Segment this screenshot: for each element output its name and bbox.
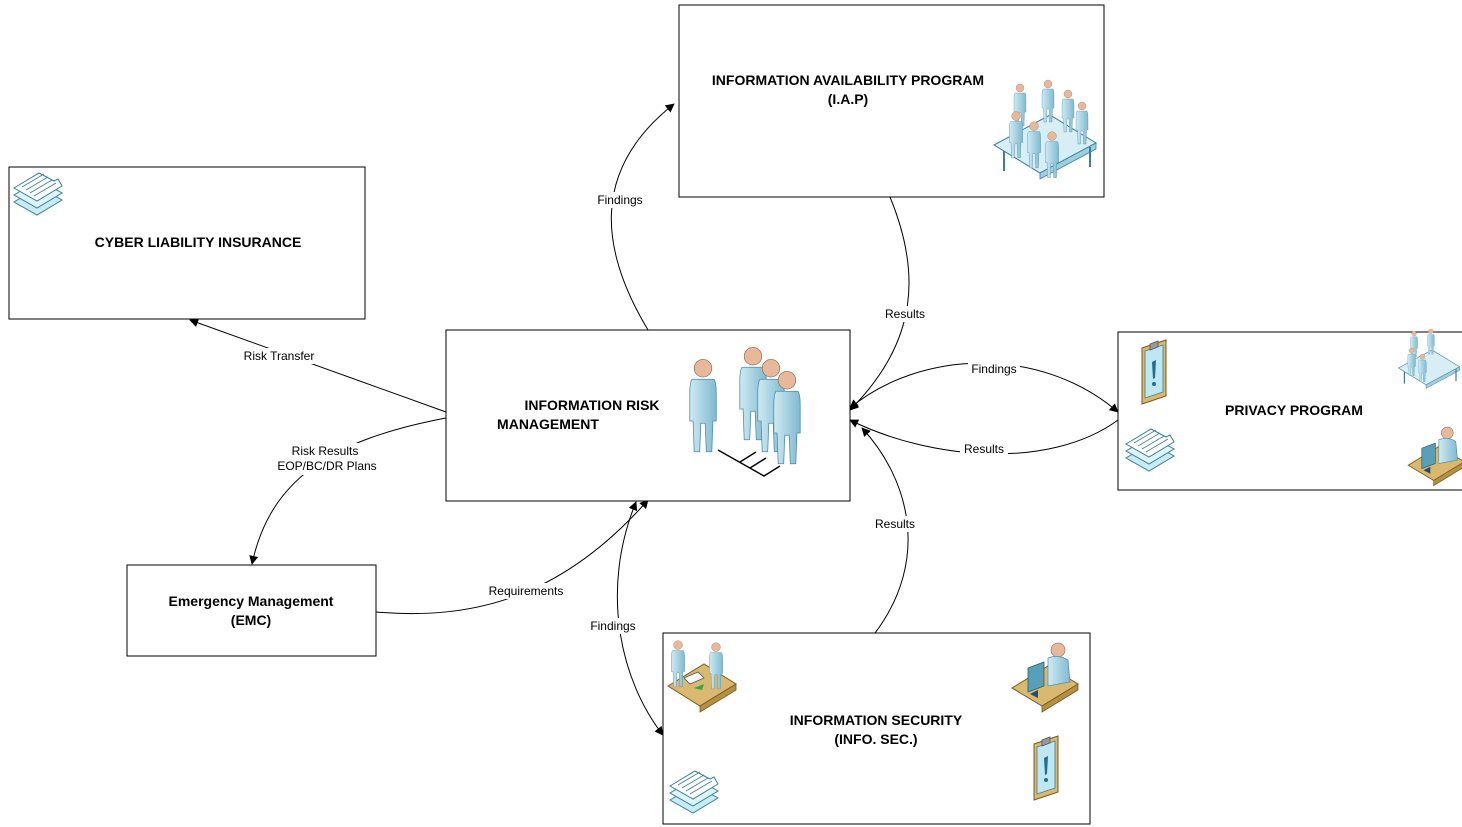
edge-findings-iap [610, 103, 675, 331]
label-results-iap: Results [885, 307, 925, 321]
label-results-infosec: Results [875, 517, 915, 531]
node-cyber-liability: CYBER LIABILITY INSURANCE [8, 166, 366, 320]
clipboard-alert-icon [1033, 735, 1059, 801]
team-icon [689, 347, 801, 477]
label-risk-transfer: Risk Transfer [244, 349, 315, 363]
desk-handoff-icon [667, 640, 737, 713]
node-infosec-title: INFORMATION SECURITY [790, 712, 963, 728]
edge-results-iap [849, 196, 910, 411]
label-requirements: Requirements [489, 584, 564, 598]
node-emc-title: Emergency Management [169, 593, 334, 609]
label-results-privacy: Results [964, 442, 1004, 456]
node-iap-subtitle: (I.A.P) [828, 91, 868, 107]
clipboard-alert-icon [1141, 339, 1167, 405]
label-findings-privacy: Findings [971, 362, 1016, 376]
node-iap-title: INFORMATION AVAILABILITY PROGRAM [712, 72, 984, 88]
node-privacy-title: PRIVACY PROGRAM [1225, 402, 1363, 418]
node-infosec-subtitle: (INFO. SEC.) [834, 731, 917, 747]
label-risk-results: Risk Results [292, 444, 359, 458]
node-irm-title: INFORMATION RISK [524, 397, 659, 413]
node-emc-subtitle: (EMC) [231, 612, 271, 628]
node-irm-subtitle: MANAGEMENT [497, 416, 599, 432]
node-emc: Emergency Management (EMC) [126, 564, 377, 657]
node-infosec: INFORMATION SECURITY (INFO. SEC.) [662, 632, 1091, 825]
node-iap: INFORMATION AVAILABILITY PROGRAM (I.A.P) [678, 4, 1105, 198]
edge-risk-results [249, 417, 447, 565]
label-findings-iap: Findings [597, 193, 642, 207]
node-privacy: PRIVACY PROGRAM [1117, 328, 1462, 491]
edge-risk-transfer [189, 318, 447, 413]
label-risk-plans: EOP/BC/DR Plans [277, 459, 376, 473]
node-cyber-title: CYBER LIABILITY INSURANCE [95, 234, 302, 250]
node-irm: INFORMATION RISK MANAGEMENT [445, 329, 851, 502]
label-findings-infosec: Findings [590, 619, 635, 633]
